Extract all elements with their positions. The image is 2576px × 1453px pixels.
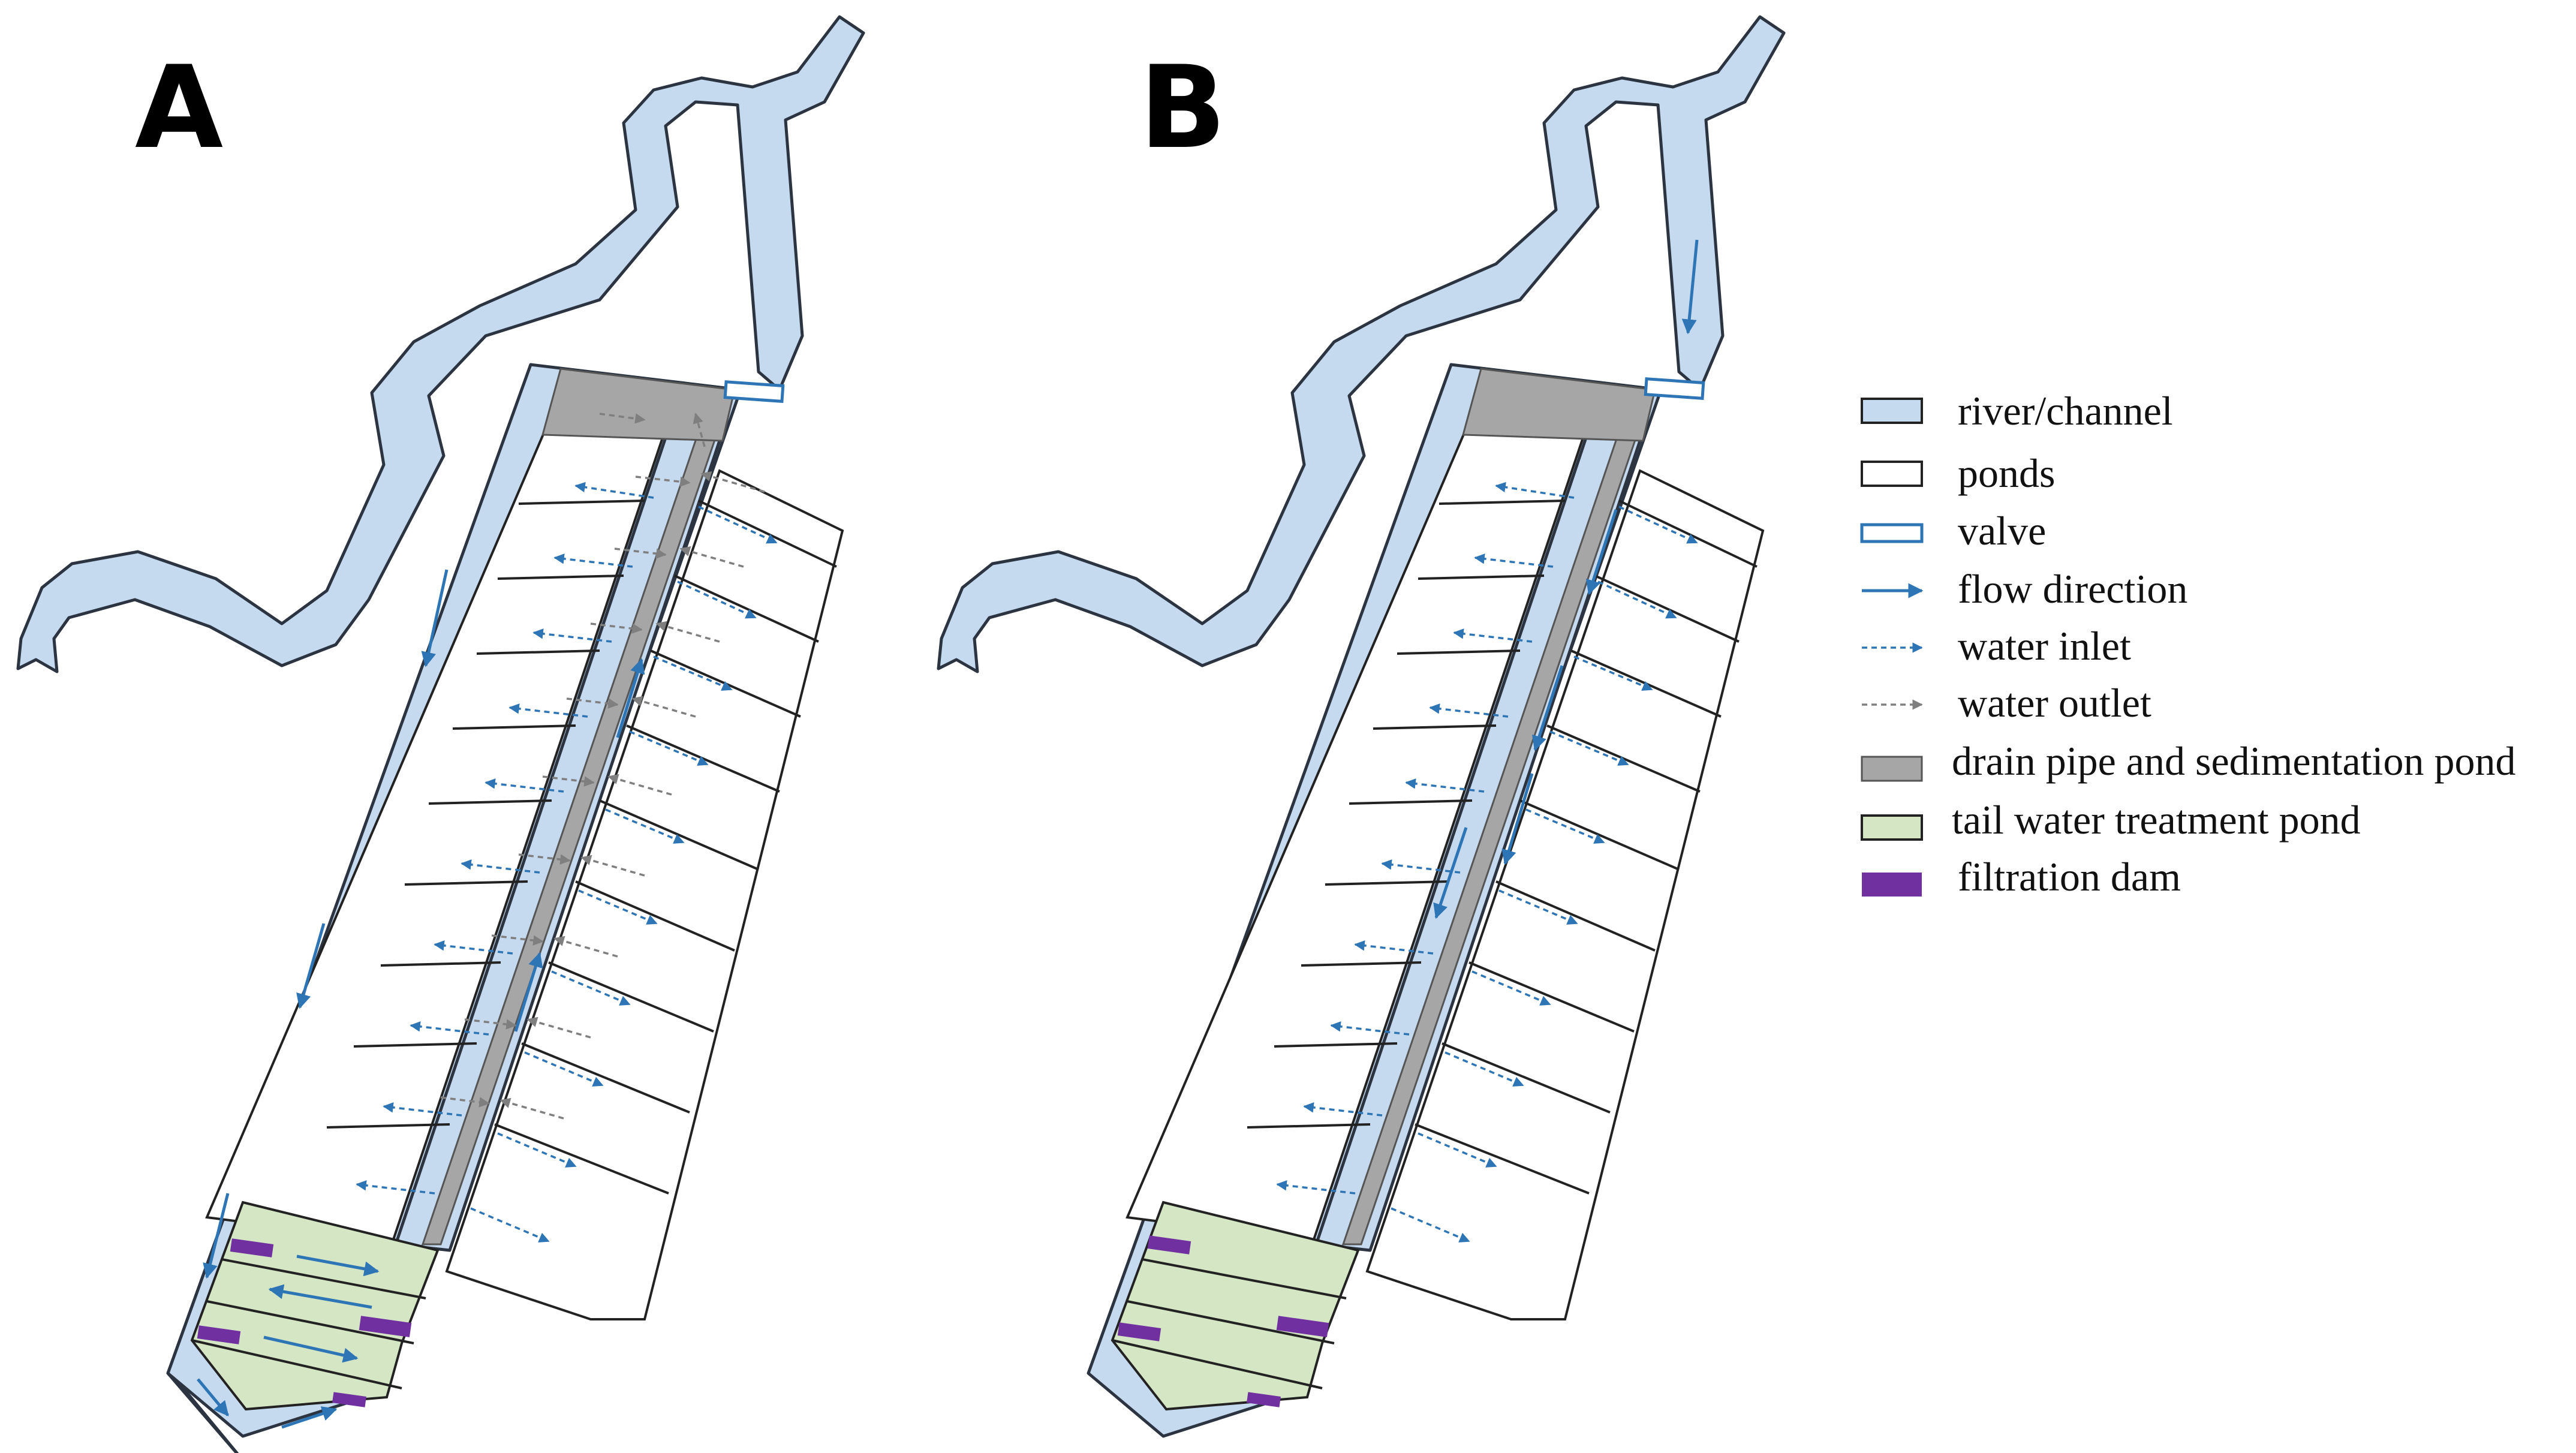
legend: river/channel ponds valve flow direction… (1860, 388, 2515, 900)
outlet-arrows-a (440, 413, 765, 1120)
legend-item-ponds: ponds (1861, 450, 2055, 496)
legend-label: water outlet (1958, 680, 2151, 726)
legend-swatch-river (1861, 398, 1923, 424)
pond-column-right-b (1365, 469, 1765, 1320)
legend-label: drain pipe and sedimentation pond (1952, 738, 2515, 784)
filtration-dams-b (1117, 1235, 1329, 1407)
river-b (937, 15, 1786, 673)
legend-item-river-channel: river/channel (1861, 388, 2173, 434)
flow-arrows-a (197, 569, 645, 1429)
legend-item-water-inlet: water inlet (1862, 623, 2131, 669)
pond-column-right (445, 469, 844, 1320)
valve-b (1644, 377, 1705, 400)
inlet-arrows-a (356, 482, 778, 1243)
legend-swatch-ponds (1861, 461, 1923, 487)
panel-a (16, 15, 865, 1453)
panel-label-b: B (1139, 41, 1226, 174)
legend-swatch-pipe (1861, 756, 1923, 782)
legend-label: river/channel (1958, 388, 2173, 434)
legend-swatch-valve (1860, 523, 1924, 543)
tail-dividers (191, 1258, 426, 1389)
pond-dividers-left (326, 500, 645, 1129)
legend-item-filtration-dam: filtration dam (1862, 854, 2181, 900)
legend-label: tail water treatment pond (1952, 797, 2361, 843)
tail-dividers-b (1112, 1258, 1347, 1389)
sedimentation-pond-b (1462, 368, 1656, 442)
legend-label: valve (1958, 508, 2046, 553)
flow-arrows-b (1433, 239, 1699, 919)
filtration-dams-a (197, 1238, 412, 1407)
legend-label: water inlet (1958, 623, 2131, 669)
legend-item-water-outlet: water outlet (1862, 680, 2151, 726)
legend-item-flow-direction: flow direction (1862, 566, 2187, 612)
legend-label: filtration dam (1958, 854, 2181, 900)
river (16, 15, 865, 673)
valve (723, 380, 785, 403)
panel-label-a: A (135, 41, 223, 174)
sedimentation-pond (541, 368, 736, 442)
legend-label: ponds (1958, 450, 2055, 496)
legend-item-tail-water: tail water treatment pond (1861, 797, 2361, 843)
legend-item-valve: valve (1860, 508, 2046, 553)
inlet-arrows-b (1276, 482, 1698, 1243)
pond-dividers-left-b (1247, 500, 1566, 1129)
panel-b (937, 15, 1786, 1438)
legend-item-drain-pipe: drain pipe and sedimentation pond (1861, 738, 2515, 784)
legend-swatch-tail (1861, 814, 1923, 841)
legend-swatch-dam (1862, 873, 1922, 897)
legend-label: flow direction (1958, 566, 2187, 612)
